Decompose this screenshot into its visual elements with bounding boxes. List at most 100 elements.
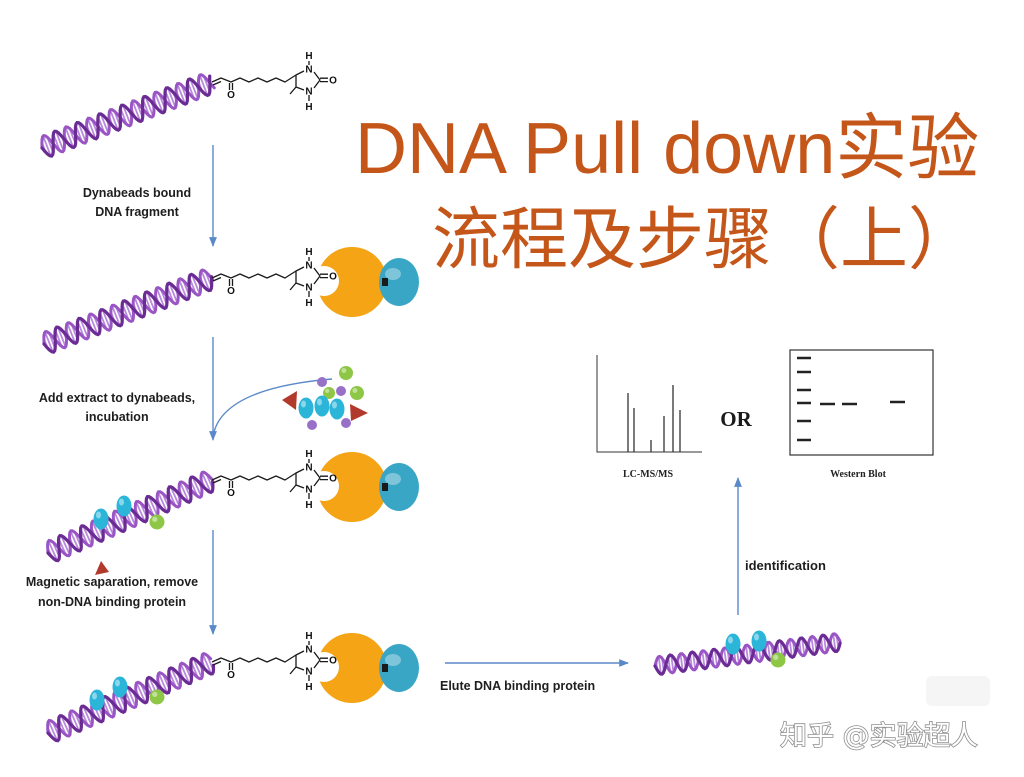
bead-linker <box>382 483 388 491</box>
streptavidin <box>317 633 387 703</box>
nitrogen-label-bottom: N <box>305 87 312 98</box>
extract-addition-curve <box>213 378 333 433</box>
dna-binding-protein-blue <box>112 676 128 698</box>
eluted-dna-protein-complex <box>653 630 842 676</box>
protein-highlight <box>152 516 158 522</box>
dna-binding-protein-blue <box>329 398 345 420</box>
methyl-bond <box>289 86 297 95</box>
non-binding-protein-purple <box>336 386 346 396</box>
streptavidin-bead-complex <box>309 247 419 317</box>
dna-binding-protein-green <box>770 652 786 668</box>
spectrum-axes <box>596 355 702 453</box>
nitrogen-label-top: N <box>305 261 312 272</box>
methyl-bond <box>289 484 297 493</box>
hydrogen-label-bottom: H <box>305 298 312 309</box>
dna-binding-protein-blue <box>725 633 741 655</box>
protein-highlight <box>301 400 306 408</box>
dna-binding-protein-blue <box>93 508 109 530</box>
protein-highlight <box>317 398 322 406</box>
imidazolidinone-ring <box>295 266 321 287</box>
hydrogen-label-bottom: H <box>305 102 312 113</box>
bead-linker <box>382 664 388 672</box>
amide-carbonyl-bond <box>228 83 234 90</box>
amide-carbonyl-bond <box>228 279 234 286</box>
step1-label-line2: DNA fragment <box>95 205 179 219</box>
non-binding-protein-red <box>282 391 297 410</box>
dna-binding-protein-green <box>350 386 364 400</box>
hydrogen-label-bottom: H <box>305 682 312 693</box>
non-binding-protein-purple <box>341 418 351 428</box>
protein-highlight <box>332 401 337 409</box>
nitrogen-label-top: N <box>305 65 312 76</box>
dna-binding-protein-green <box>149 689 165 705</box>
linker-double-bond <box>212 276 222 282</box>
dna-binding-protein-blue <box>89 689 105 711</box>
hydrogen-label-bottom: H <box>305 500 312 511</box>
dynabead <box>379 258 419 306</box>
streptavidin <box>317 452 387 522</box>
nitrogen-label-bottom: N <box>305 667 312 678</box>
step1-label-line1: Dynabeads bound <box>83 186 191 200</box>
dna-binding-protein-green <box>149 514 165 530</box>
sample-bands <box>820 400 905 406</box>
streptavidin <box>317 247 387 317</box>
title-line-2: 流程及步骤（上） <box>432 202 976 278</box>
alkyl-chain <box>211 74 297 83</box>
process-arrows <box>209 145 742 667</box>
dna-strand <box>653 632 842 675</box>
step-labels: Dynabeads bound DNA fragment Add extract… <box>26 186 826 693</box>
step2-label-line1: Add extract to dynabeads, <box>39 391 195 405</box>
protein-highlight <box>728 636 733 644</box>
protein-highlight <box>754 633 759 641</box>
step3-label-line1: Magnetic saparation, remove <box>26 575 198 589</box>
protein-highlight <box>325 388 330 393</box>
dna-double-helix <box>42 268 214 354</box>
amide-oxygen-label: O <box>227 488 235 499</box>
dna-binding-protein-blue <box>751 630 767 652</box>
protein-highlight <box>773 654 779 660</box>
alkyl-chain <box>211 654 297 663</box>
identification-label: identification <box>745 558 826 573</box>
imidazolidinone-ring <box>295 650 321 671</box>
dynabead <box>379 463 419 511</box>
nitrogen-label-bottom: N <box>305 485 312 496</box>
watermark-text: 知乎 @实验超人 <box>780 721 978 752</box>
biotin-binding-pocket <box>309 266 339 296</box>
methyl-bond <box>289 282 297 291</box>
non-binding-protein-red <box>95 561 109 575</box>
blot-membrane <box>789 349 934 456</box>
protein-highlight <box>119 498 124 506</box>
amide-carbonyl-bond <box>228 481 234 488</box>
ring-carbonyl-bond <box>320 475 328 481</box>
biotin-binding-pocket <box>309 471 339 501</box>
cell-extract-proteins <box>282 366 368 430</box>
ring-oxygen-label: O <box>329 272 337 283</box>
dynabead <box>379 644 419 692</box>
linker-double-bond <box>212 478 222 484</box>
amide-oxygen-label: O <box>227 90 235 101</box>
ring-carbonyl-bond <box>320 273 328 279</box>
dynabead-highlight <box>385 268 401 280</box>
alkyl-chain <box>211 472 297 481</box>
linker-double-bond <box>212 660 222 666</box>
spectrum-peaks <box>627 385 681 452</box>
non-binding-protein-red <box>350 404 368 421</box>
dna-binding-protein-blue <box>116 495 132 517</box>
protein-highlight <box>352 388 358 393</box>
protein-highlight <box>96 511 101 519</box>
protein-highlight <box>92 692 97 700</box>
watermark-badge <box>926 676 990 706</box>
protein-highlight <box>152 691 158 697</box>
lc-ms-label: LC-MS/MS <box>623 469 673 480</box>
dna-strand <box>40 73 216 154</box>
bead-linker <box>382 278 388 286</box>
dna-strand <box>42 268 214 350</box>
ring-carbonyl-bond <box>320 77 328 83</box>
amide-oxygen-label: O <box>227 670 235 681</box>
